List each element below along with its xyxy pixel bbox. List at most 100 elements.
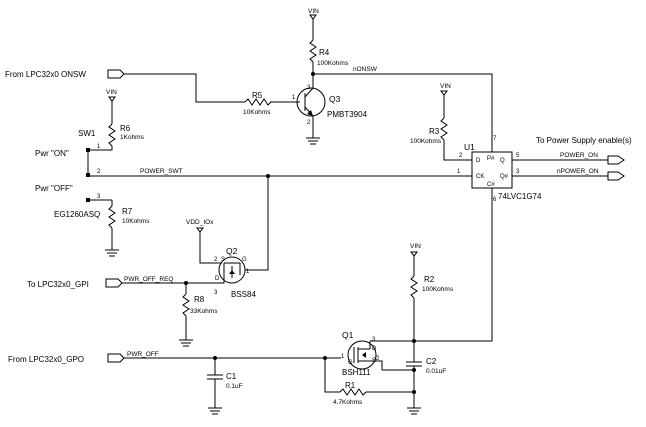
q3-part: PMBT3904: [327, 110, 368, 119]
sw1-contact-1: [86, 148, 90, 152]
q2-pin1: 1: [246, 269, 250, 275]
port-label-gpo: From LPC32x0_GPO: [8, 355, 84, 364]
net-pwr-off: PWR_OFF: [127, 351, 159, 358]
c2-value: 0.01uF: [426, 368, 446, 375]
u1-pin1: 1: [457, 169, 461, 175]
sw1-pin3: 3: [97, 194, 101, 200]
net-npower-on: nPOWER_ON: [557, 168, 599, 175]
wire-onsw-r5: [124, 73, 245, 103]
r8-ref: R8: [194, 295, 205, 304]
vin-label-r4: VIN: [308, 8, 319, 15]
q1-pin1: 1: [341, 354, 345, 360]
r1-value: 4.7Kohms: [333, 399, 363, 406]
wire-q2-drain: [186, 278, 225, 284]
u1-pin7: 7: [493, 136, 497, 142]
junction-nonsw: [311, 72, 315, 76]
sw1-pin2: 2: [97, 169, 101, 175]
u1-pin3: 3: [516, 169, 520, 175]
r6-value: 1Kohms: [120, 134, 145, 141]
sw1-part: EG1260ASQ: [54, 210, 100, 219]
r3-value: 100Kohms: [410, 138, 442, 145]
vin-label-r2: VIN: [410, 243, 421, 250]
q2-pin3: 3: [214, 290, 218, 296]
q2-pin2: 2: [214, 257, 218, 263]
q2-pin-s: S: [221, 257, 225, 263]
wire-q1-source: [370, 360, 383, 370]
u1-pin-ck: CK: [476, 174, 484, 180]
u1-pin6: 6: [493, 197, 497, 203]
r4-ref: R4: [319, 48, 330, 57]
wire-nonsw: [313, 73, 493, 152]
sw1-off-label: Pwr "OFF": [35, 184, 73, 193]
wire-r1-left: [324, 358, 340, 393]
q2-ref: Q2: [226, 246, 238, 256]
r7-ref: R7: [122, 207, 133, 216]
transistor-q1-body: [347, 340, 377, 370]
port-flag-npower-on: [607, 171, 625, 181]
sw1-on-label: Pwr "ON": [35, 149, 69, 158]
q1-part: BSH111: [342, 368, 371, 377]
r4-value: 100Kohms: [317, 60, 349, 67]
resistor-r1: [339, 388, 367, 396]
q1-pin3: 3: [372, 337, 376, 343]
port-label-onsw: From LPC32x0 ONSW: [5, 70, 86, 79]
ground-symbol-c2: [407, 407, 421, 415]
vdd-io-arrow: [196, 227, 204, 233]
u1-pin-c: C#: [487, 182, 495, 188]
vdd-io-label: VDD_IOx: [186, 219, 214, 226]
net-nonsw: nONSW: [353, 66, 378, 73]
u1-part: 74LVC1G74: [498, 192, 542, 201]
u1-pin-d: D: [476, 158, 481, 164]
q3-pin2: 2: [307, 120, 311, 126]
junction-r2-clear: [412, 339, 416, 343]
c2-ref: C2: [426, 357, 437, 366]
q1-pin-d: D: [372, 346, 377, 352]
resistor-r6: [108, 123, 116, 147]
q3-collector-leg: [304, 87, 314, 98]
wire-q2-gate: [245, 176, 269, 271]
resistor-r5: [244, 98, 272, 106]
sw1-contact-2: [86, 173, 90, 177]
q2-part: BSS84: [231, 290, 256, 299]
wire-clear: [382, 188, 493, 342]
wire-vddio-q2: [199, 232, 222, 264]
ground-symbol-c1: [208, 407, 222, 415]
r7-value: 10Kohms: [122, 218, 150, 225]
vin-label-r3: VIN: [440, 83, 451, 90]
port-flag-gpo: [107, 353, 125, 363]
ground-symbol-q3: [306, 137, 320, 145]
port-label-gpi: To LPC32x0_GPI: [27, 280, 89, 289]
resistor-r4: [309, 39, 317, 63]
vin-label-r6: VIN: [106, 89, 117, 96]
q3-ref: Q3: [329, 94, 341, 104]
junction-source-c2: [412, 368, 416, 372]
r6-ref: R6: [120, 124, 131, 133]
net-pwr-off-req: PWR_OFF_REQ: [124, 276, 173, 283]
q1-ref: Q1: [342, 330, 354, 340]
q2-pin-d: D: [215, 276, 220, 282]
resistor-r3: [440, 117, 448, 141]
vin-arrow-r2: [410, 251, 418, 257]
q1-arrow: [362, 352, 366, 358]
port-flag-power-on: [607, 155, 625, 165]
resistor-r8: [182, 293, 190, 317]
u1-pin-q: Q: [500, 158, 505, 164]
wire-r6-sw: [95, 146, 113, 151]
sw1-pin1: 1: [97, 144, 101, 150]
r1-ref: R1: [345, 381, 356, 390]
sw1-ref: SW1: [78, 129, 96, 138]
ground-symbol-r7: [105, 249, 119, 257]
vin-arrow-r3: [440, 90, 448, 96]
q1-pin-g: G: [348, 360, 353, 366]
sw1-contact-3: [86, 198, 90, 202]
port-flag-onsw: [107, 69, 125, 79]
port-label-power-enable: To Power Supply enable(s): [536, 136, 632, 145]
transistor-q3-body: [296, 87, 326, 117]
r5-value: 10Kohms: [243, 109, 271, 116]
r8-value: 33Kohms: [190, 308, 218, 315]
q3-pin3: 3: [307, 85, 311, 91]
ground-symbol-r8: [179, 339, 193, 347]
port-flag-gpi: [105, 278, 123, 288]
c1-ref: C1: [226, 372, 237, 381]
